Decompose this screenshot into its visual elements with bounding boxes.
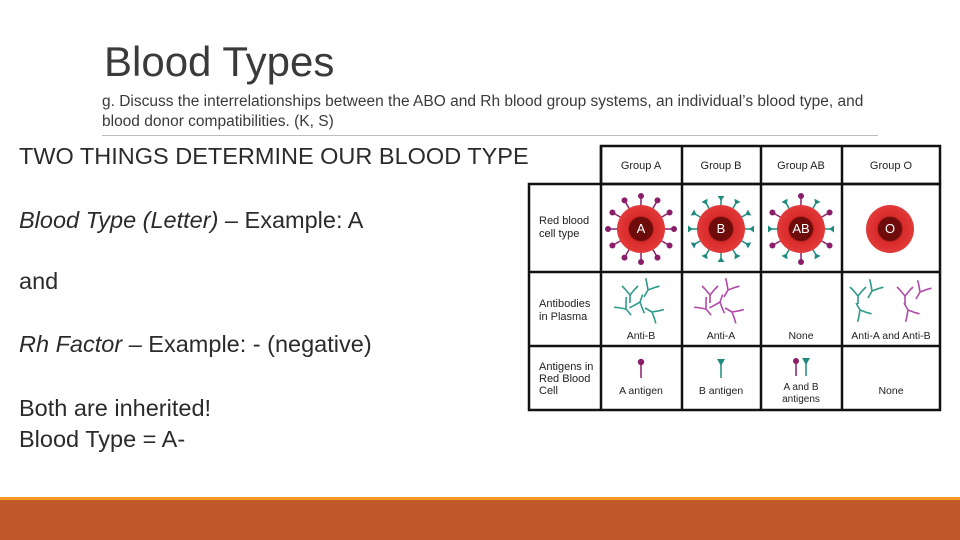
rh-factor-example: – Example: - (negative) — [122, 331, 372, 357]
and-text: and — [19, 268, 59, 294]
antigen-label-ab-2: antigens — [782, 394, 820, 405]
antibody-label-ab: None — [788, 330, 813, 342]
cell-label-ab: AB — [792, 221, 809, 236]
rh-factor-term: Rh Factor — [19, 331, 123, 357]
cell-label-a: A — [637, 221, 646, 236]
row-label-antigens-1: Antigens in — [539, 361, 593, 373]
blood-type-line: Blood Type (Letter) – Example: A — [19, 207, 363, 234]
slide-title: Blood Types — [104, 38, 335, 85]
antigen-label-b: B antigen — [699, 385, 744, 397]
title-divider — [102, 135, 878, 136]
cell-label-o: O — [885, 221, 895, 236]
antigen-label-ab-1: A and B — [783, 382, 818, 393]
antibody-label-b: Anti-A — [707, 330, 736, 342]
antigen-label-a: A antigen — [619, 385, 663, 397]
cell-label-b: B — [717, 221, 726, 236]
table-frame — [527, 144, 942, 412]
inherited-text: Both are inherited! — [19, 395, 212, 421]
antigen-ab-icon — [793, 358, 810, 376]
row-label-antibodies-2: in Plasma — [539, 311, 588, 323]
header-group-b: Group B — [701, 160, 742, 172]
footer-accent-line — [0, 497, 960, 500]
blood-type-example: – Example: A — [218, 207, 364, 233]
row-label-rbc-1: Red blood — [539, 215, 589, 227]
antigen-label-o: None — [878, 385, 903, 397]
rbc-group-a — [605, 193, 677, 265]
antibodies-anti-b — [613, 277, 665, 325]
header-group-ab: Group AB — [777, 160, 825, 172]
row-label-antigens-2: Red Blood — [539, 373, 590, 385]
antigen-a-icon — [637, 358, 645, 378]
rbc-group-o — [866, 205, 914, 253]
row-label-antigens-3: Cell — [539, 385, 558, 397]
slide-subtitle: g. Discuss the interrelationships betwee… — [102, 93, 864, 130]
row-label-rbc-2: cell type — [539, 228, 579, 240]
rbc-group-b — [688, 196, 754, 262]
body-heading: TWO THINGS DETERMINE OUR BLOOD TYPE — [19, 143, 529, 169]
rh-factor-line: Rh Factor – Example: - (negative) — [19, 331, 372, 358]
rbc-group-ab — [768, 193, 834, 265]
header-group-o: Group O — [870, 160, 913, 172]
antigen-b-icon — [717, 359, 725, 378]
header-group-a: Group A — [621, 160, 662, 172]
antibody-label-o: Anti-A and Anti-B — [851, 330, 930, 342]
red-blood-cells — [605, 193, 914, 265]
blood-type-term: Blood Type (Letter) — [19, 207, 219, 233]
result-text: Blood Type = A- — [19, 426, 186, 452]
row-label-antibodies-1: Antibodies — [539, 298, 591, 310]
antibodies-anti-a-and-anti-b — [848, 278, 933, 323]
footer-bar — [0, 500, 960, 540]
antibody-label-a: Anti-B — [627, 330, 656, 342]
antibodies-anti-a — [693, 277, 745, 325]
